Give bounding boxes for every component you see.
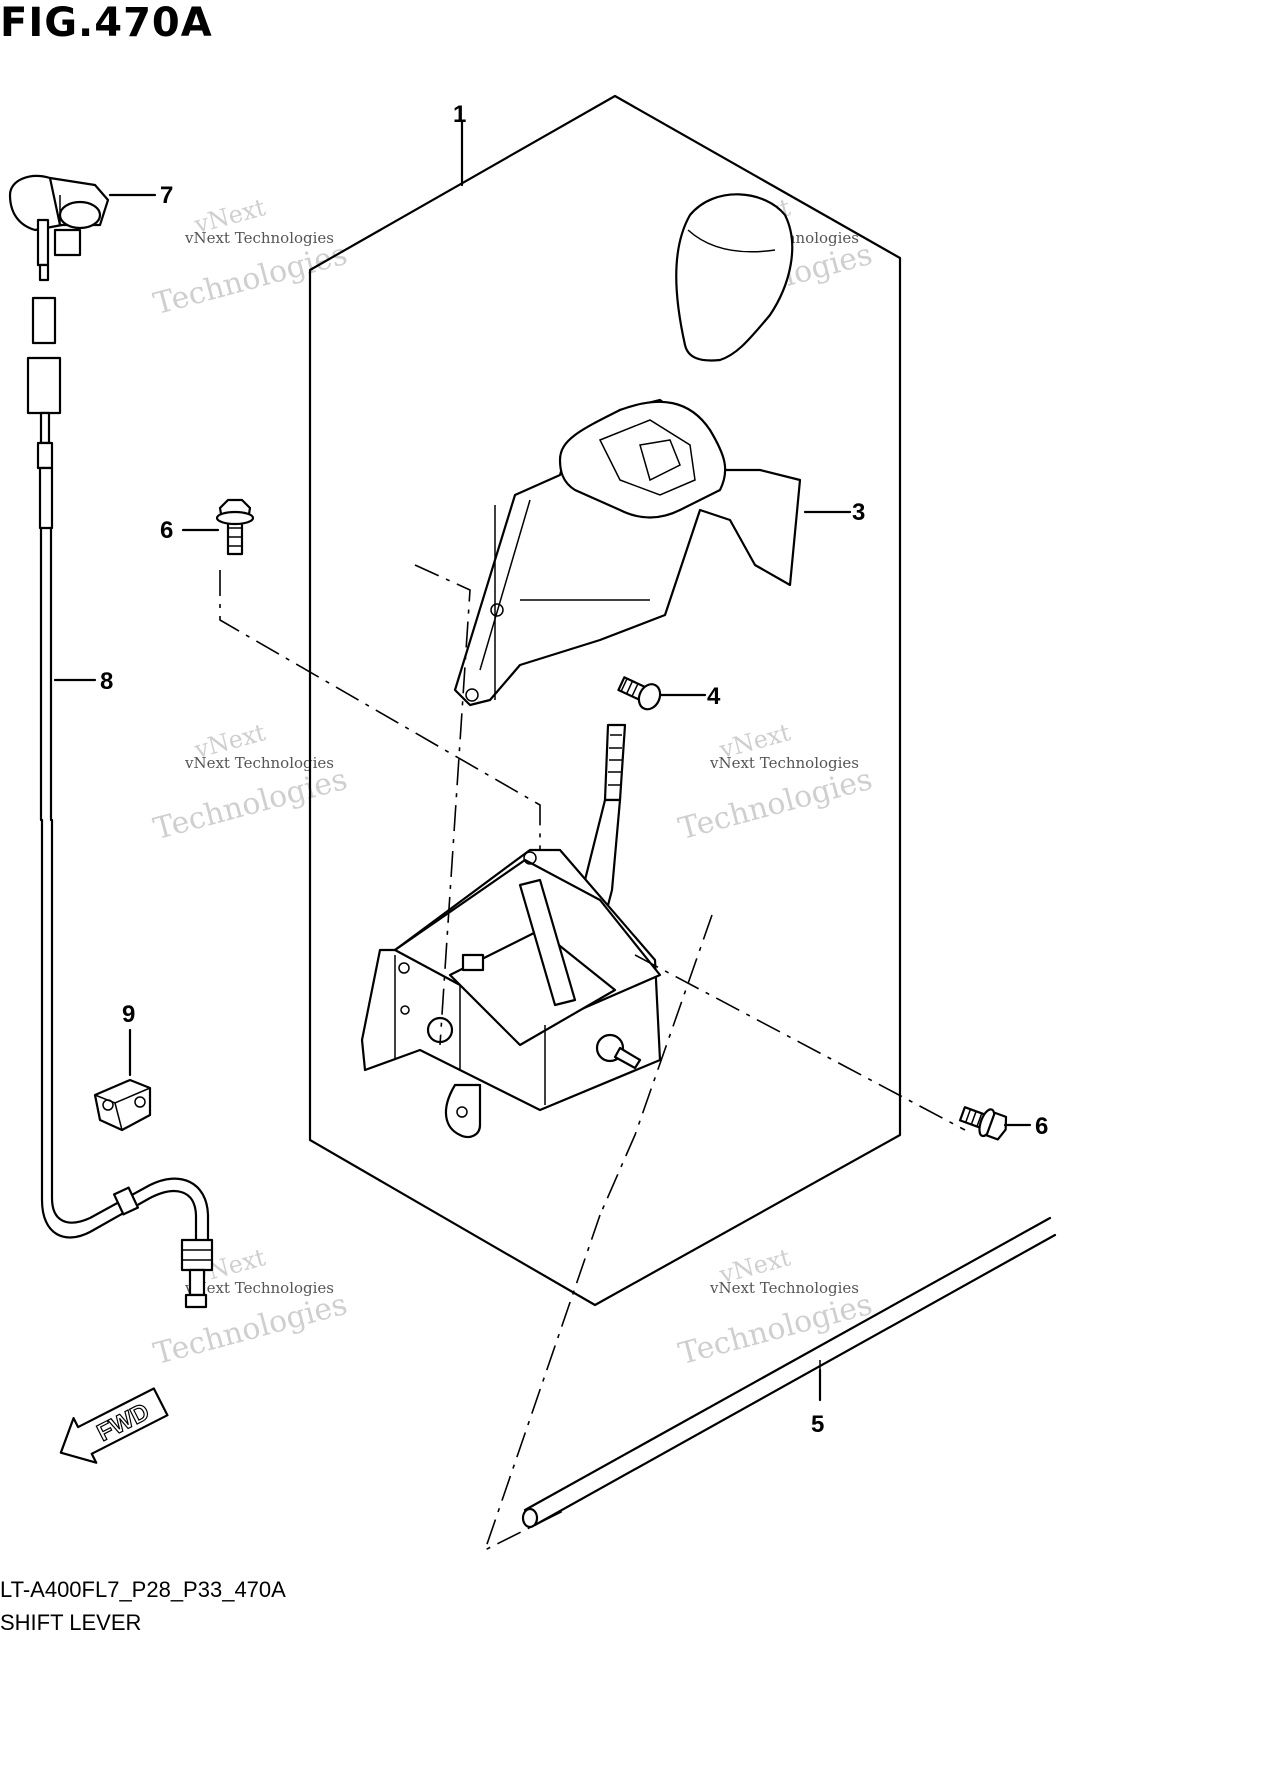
watermark-line3: Technologies xyxy=(150,237,351,322)
forward-arrow: FWD xyxy=(59,1387,169,1464)
callout-9: 9 xyxy=(122,1001,135,1028)
clamp-part-9 xyxy=(93,1078,152,1132)
model-code: LT-A400FL7_P28_P33_470A xyxy=(0,1577,286,1602)
cable-part-8 xyxy=(26,296,214,1309)
callout-1: 1 xyxy=(453,101,466,128)
figure-name: SHIFT LEVER xyxy=(0,1610,142,1635)
callout-numbers: 1 3 4 5 6 6 7 8 9 xyxy=(100,101,1048,1438)
leader-lines xyxy=(219,564,966,1552)
watermark-line2: vNext Technologies xyxy=(709,754,859,772)
watermark: vNext vNext Technologies Technologies xyxy=(675,718,876,847)
watermark-line2: vNext Technologies xyxy=(709,1279,859,1297)
callout-5: 5 xyxy=(811,1411,824,1438)
watermark: vNext vNext Technologies Technologies xyxy=(150,193,351,322)
callout-8: 8 xyxy=(100,668,113,695)
callout-6-lower: 6 xyxy=(1035,1113,1048,1140)
watermark-group: vNext vNext Technologies Technologies vN… xyxy=(150,193,876,1372)
shift-knob xyxy=(675,193,794,362)
watermark-line3: Technologies xyxy=(675,762,876,847)
callout-7: 7 xyxy=(160,182,173,209)
callout-4: 4 xyxy=(707,683,721,710)
bolt-part-6-upper xyxy=(215,498,255,556)
shift-cover xyxy=(453,398,802,707)
switch-part-7 xyxy=(8,174,110,282)
assembly-outline xyxy=(308,94,902,1307)
watermark-line3: Technologies xyxy=(150,762,351,847)
callout-leaders xyxy=(53,120,1032,1402)
bolt-part-6-lower xyxy=(958,1106,1008,1141)
shift-lever-assembly xyxy=(360,723,662,1139)
bolt-part-4 xyxy=(617,676,662,711)
figure-title: FIG.470A xyxy=(0,0,213,46)
watermark-line3: Technologies xyxy=(675,1287,876,1372)
watermark-line2: vNext Technologies xyxy=(184,754,334,772)
watermark-line2: vNext Technologies xyxy=(184,1279,334,1297)
watermark-line3: Technologies xyxy=(150,1287,351,1372)
watermark-line2: vNext Technologies xyxy=(184,229,334,247)
watermark: vNext vNext Technologies Technologies xyxy=(150,1243,351,1372)
watermark: vNext vNext Technologies Technologies xyxy=(150,718,351,847)
callout-3: 3 xyxy=(852,499,865,526)
callout-6-upper: 6 xyxy=(160,517,173,544)
rod-part-5 xyxy=(521,1216,1057,1529)
